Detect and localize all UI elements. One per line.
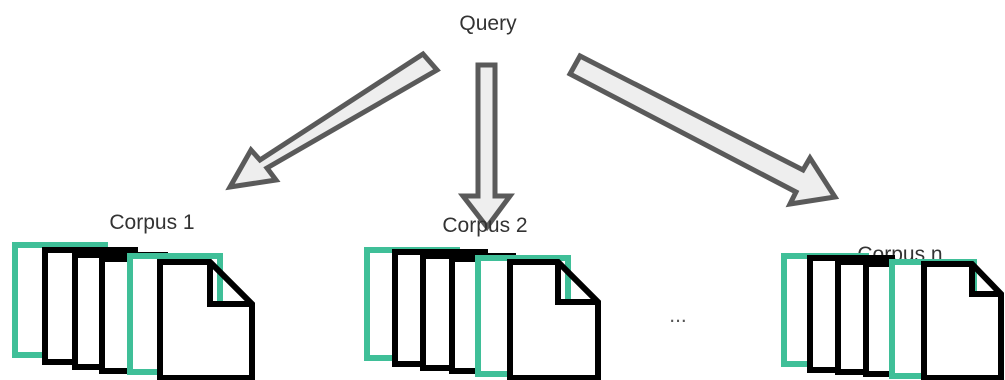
- arrow-to-corpus-n: [566, 52, 840, 208]
- document-stack: [781, 253, 1004, 380]
- document-stack: [12, 242, 255, 380]
- corpus-2: Corpus 2: [364, 214, 601, 380]
- ellipsis: ...: [669, 304, 687, 327]
- document-front-icon: [507, 259, 601, 380]
- query-label: Query: [459, 12, 517, 35]
- arrow-to-corpus-2: [457, 62, 515, 232]
- document-stack: [364, 247, 601, 380]
- corpus-n: Corpus n: [781, 243, 1004, 380]
- corpus-label: Corpus 1: [109, 211, 194, 234]
- corpus-1: Corpus 1: [12, 211, 255, 380]
- document-front-icon: [921, 261, 1004, 380]
- corpus-label: Corpus 2: [442, 214, 527, 237]
- document-front-icon: [157, 259, 255, 380]
- arrow-to-corpus-1: [225, 50, 441, 191]
